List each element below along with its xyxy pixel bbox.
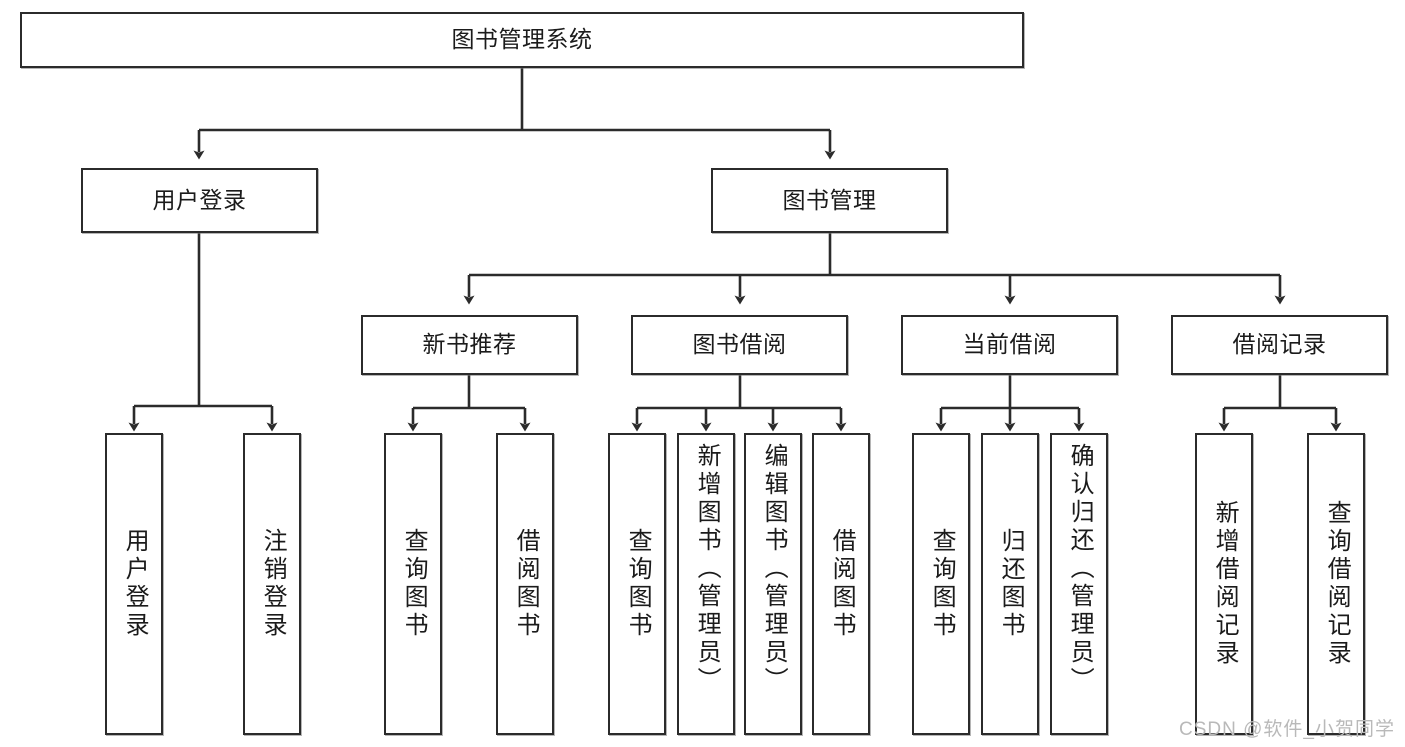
- node-label: 确认归还（管理员）: [1066, 443, 1094, 695]
- node-label: 借阅图书: [828, 528, 856, 640]
- leaf-records-query-record[interactable]: 查询借阅记录: [1307, 433, 1365, 735]
- node-label: 新增借阅记录: [1211, 500, 1239, 668]
- node-label: 归还图书: [997, 528, 1025, 640]
- leaf-new-book-borrow-book[interactable]: 借阅图书: [496, 433, 554, 735]
- node-label: 新书推荐: [422, 331, 517, 358]
- node-book-management[interactable]: 图书管理: [711, 168, 948, 233]
- node-book-borrow[interactable]: 图书借阅: [631, 315, 848, 375]
- node-label: 用户登录: [152, 186, 247, 213]
- node-user-login[interactable]: 用户登录: [81, 168, 318, 233]
- node-label: 借阅记录: [1232, 331, 1327, 358]
- node-label: 注销登录: [259, 528, 287, 640]
- node-label: 图书借阅: [692, 331, 787, 358]
- leaf-borrow-borrow-book[interactable]: 借阅图书: [812, 433, 870, 735]
- leaf-current-confirm-return-admin[interactable]: 确认归还（管理员）: [1050, 433, 1108, 735]
- leaf-borrow-query-book[interactable]: 查询图书: [608, 433, 666, 735]
- node-current-borrow[interactable]: 当前借阅: [901, 315, 1118, 375]
- node-label: 当前借阅: [962, 331, 1057, 358]
- node-root-system[interactable]: 图书管理系统: [20, 12, 1024, 68]
- leaf-new-book-query-book[interactable]: 查询图书: [384, 433, 442, 735]
- node-borrow-records[interactable]: 借阅记录: [1171, 315, 1388, 375]
- node-label: 图书管理系统: [451, 26, 593, 53]
- node-label: 借阅图书: [512, 528, 540, 640]
- leaf-borrow-edit-book-admin[interactable]: 编辑图书（管理员）: [744, 433, 802, 735]
- leaf-records-add-record[interactable]: 新增借阅记录: [1195, 433, 1253, 735]
- node-label: 用户登录: [121, 528, 149, 640]
- watermark-text: CSDN @软件_小贺同学: [1179, 719, 1395, 740]
- leaf-current-query-book[interactable]: 查询图书: [912, 433, 970, 735]
- node-label: 查询图书: [928, 528, 956, 640]
- leaf-user-login-signout[interactable]: 注销登录: [243, 433, 301, 735]
- node-label: 查询借阅记录: [1323, 500, 1351, 668]
- node-label: 新增图书（管理员）: [693, 443, 721, 695]
- node-new-book-recommend[interactable]: 新书推荐: [361, 315, 578, 375]
- node-label: 图书管理: [782, 186, 877, 213]
- leaf-user-login-signin[interactable]: 用户登录: [105, 433, 163, 735]
- node-label: 编辑图书（管理员）: [760, 443, 788, 695]
- node-label: 查询图书: [400, 528, 428, 640]
- leaf-borrow-add-book-admin[interactable]: 新增图书（管理员）: [677, 433, 735, 735]
- node-label: 查询图书: [624, 528, 652, 640]
- leaf-current-return-book[interactable]: 归还图书: [981, 433, 1039, 735]
